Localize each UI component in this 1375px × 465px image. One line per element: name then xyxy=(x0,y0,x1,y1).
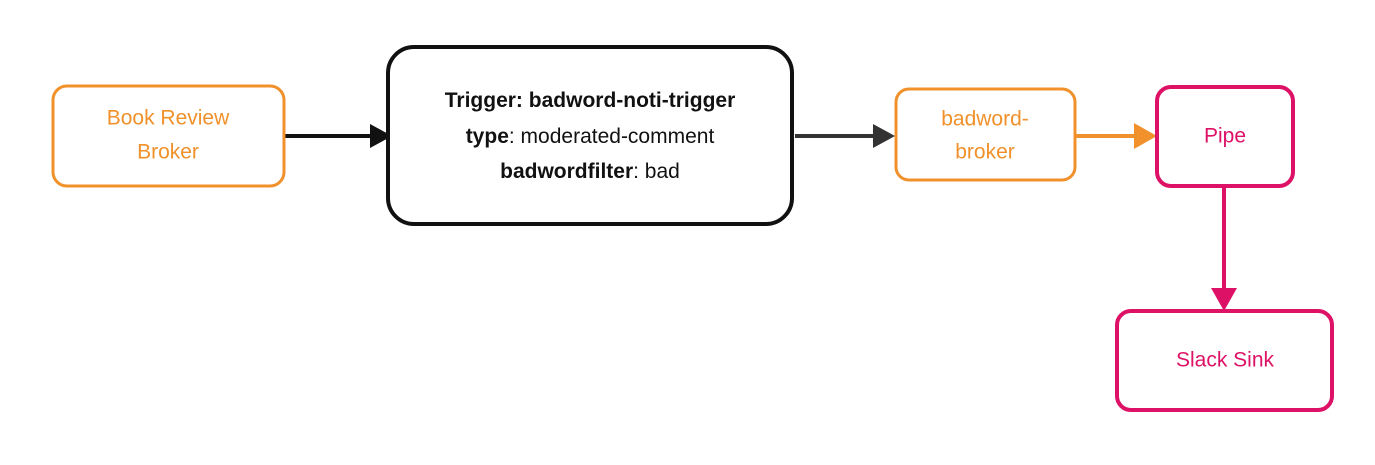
trigger-line-2: type: moderated-comment xyxy=(466,125,715,148)
node-pipe[interactable]: Pipe xyxy=(1155,85,1295,188)
trigger-line-3: badwordfilter: bad xyxy=(500,160,680,183)
node-slack-sink[interactable]: Slack Sink xyxy=(1115,309,1334,412)
edge-broker-to-trigger xyxy=(285,124,392,148)
node-book-review-broker-label-line-1: Book Review xyxy=(107,107,230,130)
trigger-line-1-value: badword-noti-trigger xyxy=(523,89,735,112)
node-book-review-broker-label-line-2: Broker xyxy=(137,141,199,164)
trigger-line-2-value: : moderated-comment xyxy=(509,125,715,148)
arrowhead-pipe-to-slack-sink xyxy=(1211,288,1237,311)
edge-trigger-to-badword-broker xyxy=(795,124,895,148)
arrowhead-badword-broker-to-pipe xyxy=(1134,123,1157,149)
edge-pipe-to-slack-sink xyxy=(1211,187,1237,311)
node-pipe-label: Pipe xyxy=(1204,125,1246,148)
trigger-line-2-key: type xyxy=(466,125,509,148)
node-slack-sink-label: Slack Sink xyxy=(1176,349,1275,372)
node-slack-sink-box[interactable] xyxy=(1115,309,1334,412)
node-badword-broker-label-line-2: broker xyxy=(955,141,1015,164)
node-badword-broker-label-line-1: badword- xyxy=(941,108,1029,131)
node-badword-noti-trigger-box[interactable] xyxy=(386,45,794,226)
arrowhead-trigger-to-badword-broker xyxy=(873,124,895,148)
node-book-review-broker-box[interactable] xyxy=(51,84,286,188)
node-badword-broker[interactable]: badword- broker xyxy=(894,87,1077,182)
trigger-line-1-key: Trigger: xyxy=(445,89,523,112)
trigger-line-3-key: badwordfilter xyxy=(500,160,633,183)
node-badword-noti-trigger[interactable]: Trigger: badword-noti-trigger type: mode… xyxy=(386,45,794,226)
trigger-line-1: Trigger: badword-noti-trigger xyxy=(445,89,736,112)
edge-badword-broker-to-pipe xyxy=(1076,123,1157,149)
arrowhead-broker-to-trigger xyxy=(370,124,392,148)
node-pipe-box[interactable] xyxy=(1155,85,1295,188)
node-book-review-broker[interactable]: Book Review Broker xyxy=(51,84,286,188)
trigger-line-3-value: : bad xyxy=(633,160,680,183)
node-badword-broker-box[interactable] xyxy=(894,87,1077,182)
